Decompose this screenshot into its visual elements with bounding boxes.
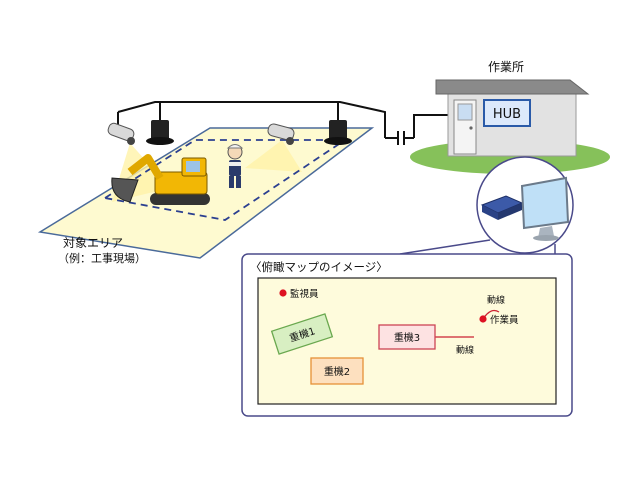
cable-main [117,101,386,138]
pc-zoom-callout [399,156,574,255]
machine-3-label: 重機3 [394,331,420,344]
trail-label-bottom: 動線 [456,344,474,356]
machine-1-box: 重機1 [270,313,334,355]
hub-box [483,99,531,127]
office-roof [435,79,590,95]
sensor-icon-right [324,120,352,145]
trail-label-top: 動線 [487,294,505,306]
sensor-icon-left [146,120,174,145]
excavator-icon [111,154,210,205]
camera-icon-left [107,112,135,145]
machine-3-box [378,324,436,350]
camera-light-cone-right [245,140,302,172]
worker-label: 作業員 [490,314,519,326]
worker-figure-icon [226,144,244,188]
camera-icon-right [267,123,295,145]
hub-label: HUB [493,107,521,122]
machine-2-box [310,357,364,385]
office-label: 作業所 [488,60,524,74]
target-area-example-label: （例：工事現場） [58,251,146,265]
site-office [410,79,610,174]
target-area-label: 対象エリア [63,236,123,250]
worker-marker [479,315,487,323]
map-panel-title: 〈俯瞰マップのイメージ〉 [250,260,388,274]
supervisor-label: 監視員 [290,288,319,300]
monitor-icon [520,176,570,241]
cable-connector-icon [397,131,405,145]
machine-2-label: 重機2 [324,365,350,378]
supervisor-marker [279,289,287,297]
